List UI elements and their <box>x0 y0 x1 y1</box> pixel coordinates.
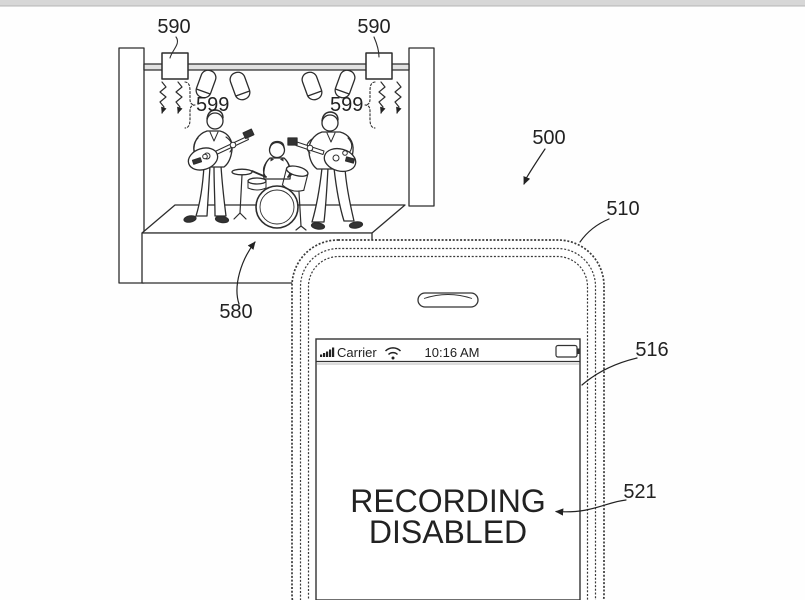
ir-signal-squiggles-left <box>159 81 183 114</box>
speaker-slot-icon <box>417 292 479 308</box>
leader-line-580 <box>236 241 256 305</box>
leader-line-590-right <box>373 36 380 58</box>
phone-mid-case <box>299 247 597 600</box>
ref-label-message: 521 <box>623 481 656 503</box>
stage-light-icon <box>195 69 217 99</box>
ref-label-system: 500 <box>532 127 565 149</box>
leader-line-516 <box>581 357 638 386</box>
drummer <box>231 140 309 231</box>
phone-screen <box>315 338 581 600</box>
stage-light-icon <box>301 71 323 101</box>
stage-light-icon <box>334 69 356 99</box>
signal-brace-left <box>184 81 196 129</box>
ref-label-stage: 580 <box>219 301 252 323</box>
carrier-label: Carrier <box>337 345 377 360</box>
ref-label-signal-right: 599 <box>330 94 363 116</box>
wifi-icon <box>384 347 402 360</box>
ref-label-emitter-left: 590 <box>157 16 190 38</box>
leader-line-500 <box>523 148 546 185</box>
bass-drum <box>255 185 299 229</box>
ref-label-signal-left: 599 <box>196 94 229 116</box>
top-border-bar <box>0 0 805 7</box>
phone-front-face <box>307 255 589 600</box>
lighting-truss <box>143 63 410 71</box>
battery-icon <box>555 344 581 358</box>
guitarist-left <box>183 109 255 224</box>
phone-device: Carrier 10:16 AM RECORDING DISABLED <box>291 239 605 600</box>
signal-bars-icon <box>320 347 335 357</box>
status-bar: Carrier 10:16 AM <box>316 344 581 365</box>
guitarist-right <box>287 111 364 230</box>
leader-line-510 <box>579 218 610 243</box>
ref-label-emitter-right: 590 <box>357 16 390 38</box>
ir-emitter-left <box>161 52 189 80</box>
ref-label-device: 510 <box>606 198 639 220</box>
leader-line-590-left <box>169 36 179 59</box>
signal-brace-right <box>364 81 376 129</box>
recording-disabled-message-line2: DISABLED <box>369 514 527 550</box>
bow-tie <box>270 157 284 162</box>
leader-line-521 <box>555 499 627 516</box>
stage-right-post <box>408 47 435 207</box>
ir-signal-squiggles-right <box>378 81 402 114</box>
ref-label-display: 516 <box>635 339 668 361</box>
recording-disabled-message-line1: RECORDING <box>350 483 546 519</box>
stage-left-post <box>118 47 145 284</box>
clock-label: 10:16 AM <box>425 345 480 360</box>
stage-light-icon <box>229 71 251 101</box>
